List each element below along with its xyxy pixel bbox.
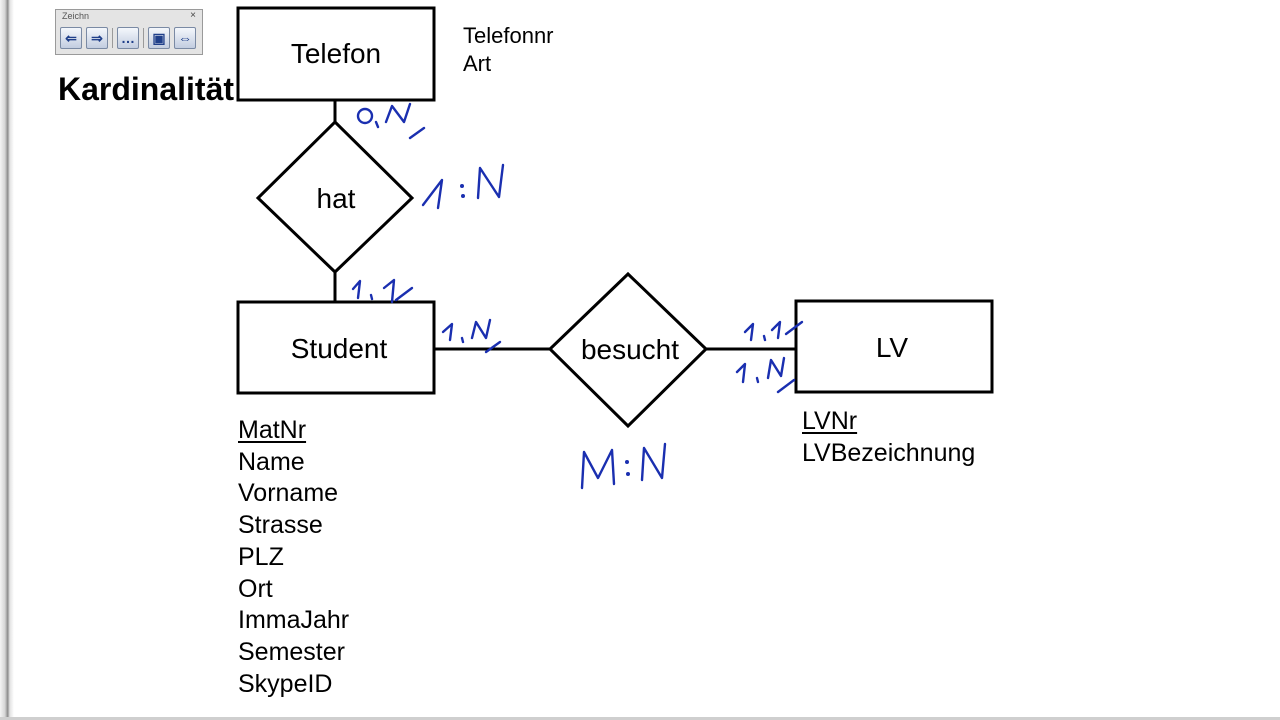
annotation-student-hat-11: [351, 278, 414, 304]
entity-student: [236, 300, 436, 395]
attribute-strasse: Strasse: [238, 511, 323, 540]
telefon-attributes: Telefonnr Art: [463, 22, 554, 78]
attribute-name: Name: [238, 447, 305, 476]
relationship-besucht-label: besucht: [581, 334, 679, 365]
attribute-vorname: Vorname: [238, 479, 339, 508]
screen-icon[interactable]: ▣: [148, 27, 170, 49]
toolbar-separator: [112, 28, 113, 48]
toolbar-caption: Zeichn: [62, 11, 90, 21]
entity-student-label: Student: [291, 333, 388, 364]
toolbar-separator: [143, 28, 144, 48]
window-left-border: [0, 0, 14, 720]
attribute-ort: Ort: [238, 574, 273, 603]
attribute-key-lvnr: LVNr: [802, 407, 858, 435]
attribute-plz: PLZ: [238, 542, 284, 571]
attribute-lvbezeichnung: LVBezeichnung: [802, 438, 976, 467]
more-icon[interactable]: …: [117, 27, 139, 49]
page-title: Kardinalität: [58, 71, 235, 107]
relationship-hat: [255, 119, 415, 275]
attribute-immajahr: ImmaJahr: [238, 606, 350, 635]
arrow-right-icon[interactable]: ⇒: [86, 27, 108, 49]
floating-toolbar: Zeichn × ⇐ ⇒ … ▣ ⇔: [55, 9, 203, 55]
relationship-besucht: [547, 271, 709, 429]
close-icon[interactable]: ×: [190, 10, 196, 21]
entity-telefon: [236, 6, 436, 102]
annotation-student-besucht-1N: [441, 318, 502, 354]
annotation-lv-besucht-1N: [735, 356, 796, 394]
entity-telefon-label: Telefon: [291, 38, 381, 69]
attribute-key-matnr: MatNr: [238, 416, 307, 444]
annotation-telefon-hat-0N: [356, 102, 426, 140]
attribute-art: Art: [463, 51, 492, 76]
arrow-left-icon[interactable]: ⇐: [60, 27, 82, 49]
entity-lv-label: LV: [876, 332, 908, 363]
annotation-hat-1-to-N: [421, 163, 505, 210]
window-bottom-border: [0, 717, 1280, 720]
student-attributes: MatNr Name Vorname Strasse PLZ Ort ImmaJ…: [238, 415, 349, 700]
pin-icon[interactable]: ⇔: [174, 27, 196, 49]
attribute-skypeid: SkypeID: [238, 669, 333, 698]
lv-attributes: LVNr LVBezeichnung: [802, 406, 975, 469]
annotation-besucht-M-to-N: [580, 442, 667, 490]
attribute-telefonnr: Telefonnr: [463, 23, 554, 48]
relationship-hat-label: hat: [317, 183, 356, 214]
annotation-lv-besucht-11: [743, 320, 804, 342]
attribute-semester: Semester: [238, 637, 345, 666]
entity-lv: [794, 299, 994, 394]
